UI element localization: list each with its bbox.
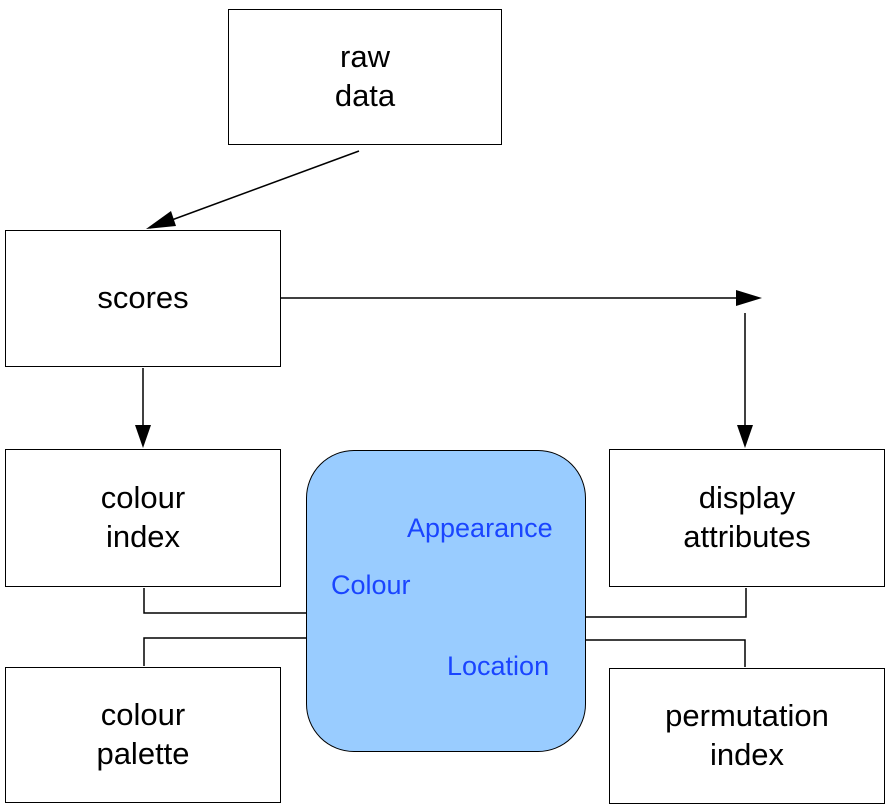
display-attributes-label: display attributes xyxy=(683,480,811,554)
raw-data-label: raw data xyxy=(334,39,396,113)
colour-index-box: colour index xyxy=(5,449,281,587)
arrow-display-to-location xyxy=(524,588,747,618)
arrow-raw-to-scores xyxy=(149,150,360,229)
display-attributes-box: display attributes xyxy=(609,449,885,587)
raw-data-box: raw data xyxy=(228,9,502,145)
permutation-index-label: permutation index xyxy=(665,698,829,772)
arrowhead-raw-to-scores xyxy=(146,211,176,229)
arrowhead-scores-to-colour-index xyxy=(135,425,151,448)
arrow-permutation-to-location xyxy=(524,639,746,667)
arrow-colour-index-to-colour xyxy=(143,588,370,614)
permutation-index-box: permutation index xyxy=(609,668,885,804)
arrowhead-to-display xyxy=(737,425,753,448)
arrowhead-scores-right xyxy=(736,290,762,306)
location-label: Location xyxy=(447,651,550,681)
colour-palette-label: colour palette xyxy=(96,697,190,771)
scores-label: scores xyxy=(97,280,189,316)
appearance-box: Appearance Colour Location xyxy=(306,450,586,752)
scores-box: scores xyxy=(5,230,281,367)
colour-index-label: colour index xyxy=(100,480,186,554)
colour-label: Colour xyxy=(331,570,411,600)
appearance-title: Appearance xyxy=(407,513,553,543)
arrow-colour-palette-to-colour xyxy=(143,637,370,666)
colour-palette-box: colour palette xyxy=(5,667,281,803)
